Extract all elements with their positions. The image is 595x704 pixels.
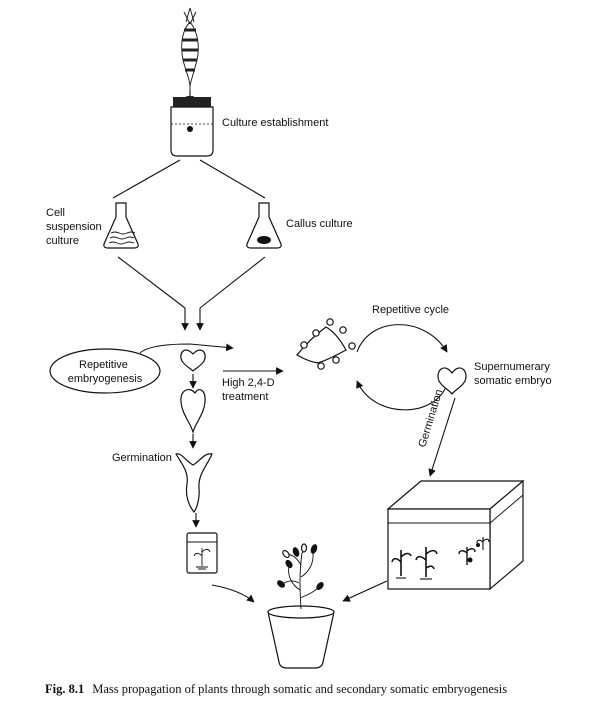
torpedo-embryo-icon [180,389,206,435]
label-cell-suspension: Cell suspension culture [46,207,105,247]
arrow-loop-to-high-24d [139,343,234,354]
heart-embryo-icon [180,349,206,372]
repetitive-embryogenesis-ellipse [49,348,161,394]
label-repetitive-cycle: Repetitive cycle [372,304,449,316]
secondary-embryo-cluster-icon [296,318,356,370]
figure-caption-text: Mass propagation of plants through somat… [92,682,507,696]
repetitive-cycle-arc-bottom [356,380,448,411]
label-high-24d: High 2,4-D treatment [222,377,278,403]
arrow-box-to-pot [342,580,388,602]
supernumerary-embryo-icon [437,367,467,395]
label-callus-culture: Callus culture [286,218,353,230]
suspension-flask-icon [103,202,139,249]
plantlet-tube-icon [186,532,218,574]
callus-flask-icon [246,202,282,249]
line-to-callus [199,159,266,199]
culture-box-icon [386,479,525,591]
arrow-tube-to-pot [211,584,255,603]
repetitive-cycle-arc-top [356,324,448,353]
label-germination-right: Germination [416,388,445,449]
label-repetitive-embryogenesis: Repetitive embryogenesis [68,359,143,385]
culture-jar-icon [170,97,214,157]
figure-number: Fig. 8.1 [45,682,84,696]
figure-caption: Fig. 8.1 Mass propagation of plants thro… [45,680,507,697]
line-to-suspension [112,159,181,199]
arrow-embryo-to-box [428,397,456,477]
explant-plant-icon [181,7,199,90]
line-callus-converge [199,256,266,309]
label-culture-establishment: Culture establishment [222,117,328,129]
cotyledon-embryo-icon [175,453,213,513]
potted-plant-icon [267,543,335,669]
line-suspension-converge [117,256,186,309]
label-supernumerary: Supernumerary somatic embryo [474,361,553,387]
label-germination-left: Germination [112,452,172,464]
